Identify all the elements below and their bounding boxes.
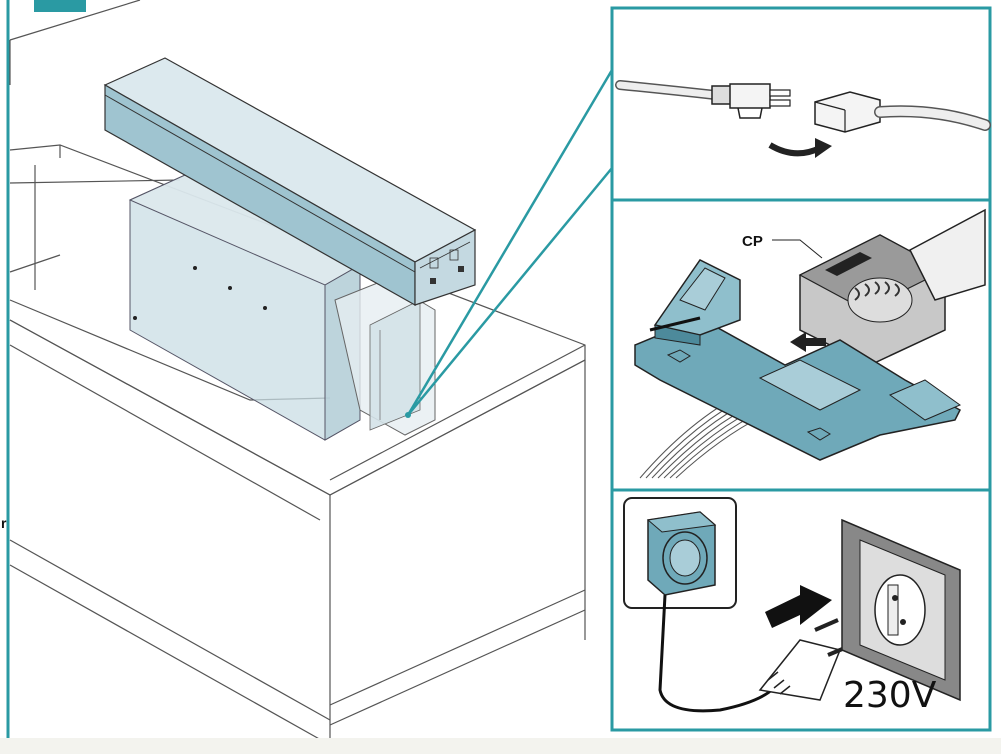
connector-clip-panel: CP <box>634 208 986 479</box>
upper-unit <box>103 57 477 307</box>
wall-socket-icon <box>841 518 961 702</box>
cp-leader-line <box>772 239 823 259</box>
callout-line-upper <box>406 69 614 416</box>
clip-part-cp <box>798 208 986 366</box>
callout-line-lower <box>407 167 613 416</box>
edge-fragment-label: r <box>1 515 7 531</box>
control-module-icon <box>646 511 717 596</box>
blue-bracket <box>634 259 962 461</box>
bottom-fade <box>0 738 1001 754</box>
cable-connector-panel <box>615 80 991 158</box>
rotate-arrow-icon <box>768 138 832 158</box>
cp-label: CP <box>742 233 763 250</box>
step-badge <box>34 0 86 12</box>
motor-box <box>334 279 436 436</box>
insert-arrow-icon <box>790 332 826 352</box>
voltage-label: 230V <box>843 675 937 716</box>
power-plug-panel: 230V <box>623 497 961 716</box>
plug-in-arrow-icon <box>765 585 832 628</box>
male-plug-icon <box>711 83 791 119</box>
female-socket-icon <box>814 91 881 133</box>
cabinet-drawing <box>9 0 586 750</box>
callout-anchor <box>405 412 411 418</box>
